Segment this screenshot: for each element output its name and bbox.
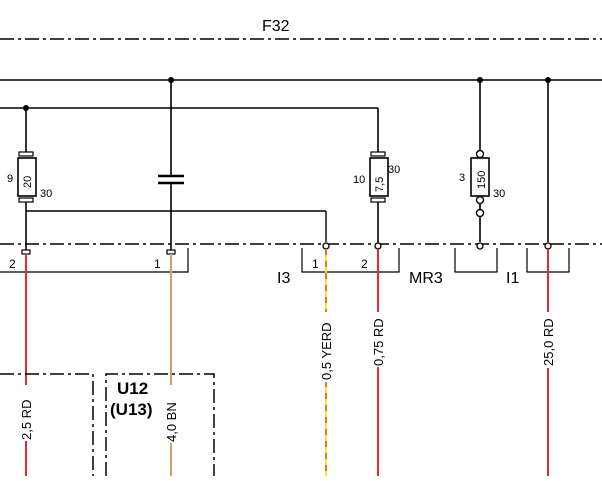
terminal-left-2 [21, 249, 31, 255]
connector-i3-name: I3 [277, 270, 290, 287]
fuse-3-number: 3 [459, 172, 465, 184]
wire-0-5-yerd-label: 0,5 YERD [319, 322, 334, 380]
connector-mr3-name: MR3 [409, 270, 443, 287]
connector-mr3-housing [454, 248, 498, 273]
fuse-10-rating: 7,5 [374, 177, 386, 192]
module-u12-name: U12 [117, 379, 148, 398]
wire-25-0-rd-label: 25,0 RD [541, 318, 556, 366]
module-u13-name: (U13) [110, 400, 153, 419]
fuse-3-out-pin: 30 [493, 188, 505, 200]
f32-title: F32 [262, 18, 290, 35]
fuse-3: 150 3 30 [459, 80, 505, 242]
fuse-10: 7,5 10 30 [353, 108, 400, 250]
fuse-9-number: 9 [7, 173, 13, 185]
terminal-left-1 [166, 249, 176, 255]
terminal-i1 [544, 242, 552, 250]
wire-0-75-rd-label: 0,75 RD [371, 318, 386, 366]
fuse-10-out-pin: 30 [388, 164, 400, 176]
fuse-9-rating: 20 [22, 176, 34, 188]
terminal-mr3 [476, 242, 484, 250]
connector-left-pin-1: 1 [154, 257, 161, 271]
fuse-3-rating: 150 [476, 171, 488, 189]
module-u12-boundary [105, 373, 215, 476]
terminal-i3-2 [374, 242, 382, 250]
fuse-9: 20 9 30 [7, 108, 326, 250]
wire-4-0-bn-label: 4,0 BN [164, 402, 179, 442]
module-left-boundary [0, 373, 94, 476]
fuse-10-number: 10 [353, 174, 365, 186]
wire-2-5-rd-label: 2,5 RD [19, 400, 34, 440]
connector-i1-name: I1 [506, 270, 519, 287]
connector-i3-pin-1: 1 [312, 257, 319, 271]
connector-left-pin-2: 2 [9, 257, 16, 271]
fuse-9-out-pin: 30 [40, 188, 52, 200]
connector-i3-pin-2: 2 [361, 257, 368, 271]
connector-i3-housing [301, 248, 400, 273]
connector-left-housing [0, 248, 189, 273]
capacitor [158, 80, 184, 250]
terminal-i3-1 [322, 242, 330, 250]
